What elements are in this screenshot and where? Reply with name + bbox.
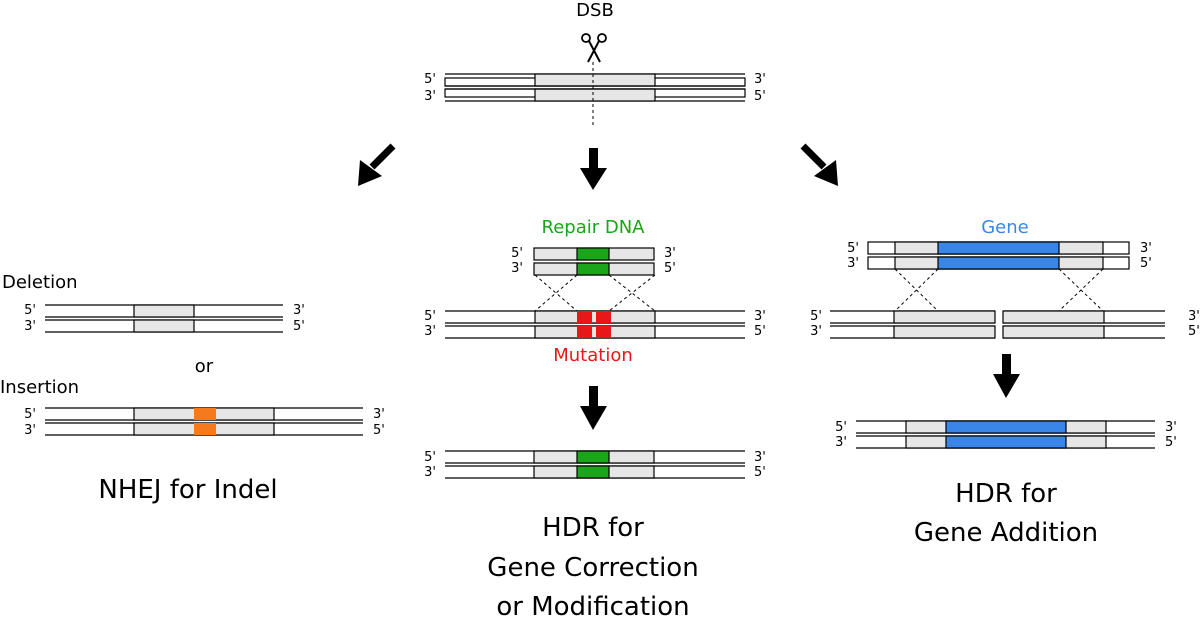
- end-label: 3': [664, 246, 676, 261]
- deletion-dna: [45, 304, 283, 333]
- end-label: 3': [754, 450, 766, 465]
- end-label: 5': [754, 324, 766, 339]
- end-label: 5': [847, 241, 859, 256]
- end-label: 3': [424, 89, 436, 104]
- end-label: 5': [664, 261, 676, 276]
- repair-dna-label: Repair DNA: [542, 217, 646, 238]
- donor-gene-dna: [867, 241, 1130, 270]
- arrow-right-lower: [993, 354, 1020, 398]
- corrected-dna: [445, 450, 745, 479]
- end-label: 3': [293, 303, 305, 318]
- hdr-correction-title-line1: HDR for: [542, 513, 644, 543]
- end-label: 3': [511, 261, 523, 276]
- end-label: 3': [24, 423, 36, 438]
- mutated-dna: [445, 310, 745, 339]
- hdr-correction-title-line3: or Modification: [496, 592, 689, 619]
- hdr-addition-title-line2: Gene Addition: [914, 518, 1098, 548]
- deletion-label: Deletion: [2, 272, 78, 293]
- hdr-addition-title-line1: HDR for: [955, 479, 1057, 509]
- gene-added-dna: [856, 420, 1155, 449]
- end-label: 3': [754, 72, 766, 87]
- cut-target-dna: [830, 310, 1165, 339]
- end-label: 3': [847, 256, 859, 271]
- end-label: 3': [1140, 241, 1152, 256]
- end-label: 3': [835, 435, 847, 450]
- end-label: 3': [24, 319, 36, 334]
- end-label: 3': [1165, 420, 1177, 435]
- arrow-center-lower: [580, 386, 607, 430]
- end-label: 5': [424, 72, 436, 87]
- repair-dna: [533, 247, 655, 276]
- insertion-segment: [194, 408, 216, 420]
- end-label: 5': [373, 423, 385, 438]
- end-label: 3': [424, 324, 436, 339]
- end-label: 5': [1188, 324, 1200, 339]
- scissors-icon: [581, 33, 607, 63]
- end-label: 5': [24, 407, 36, 422]
- crossover-lines-center: [534, 274, 656, 312]
- end-label: 5': [424, 309, 436, 324]
- insertion-label: Insertion: [0, 377, 79, 398]
- or-label: or: [195, 356, 214, 377]
- crossover-lines-right: [894, 268, 1104, 312]
- end-label: 5': [754, 465, 766, 480]
- dsb-label: DSB: [576, 0, 614, 21]
- dsb-dna: [444, 62, 746, 126]
- hdr-correction-title-line2: Gene Correction: [487, 553, 698, 583]
- insertion-segment: [194, 423, 216, 435]
- end-label: 5': [24, 303, 36, 318]
- end-label: 3': [754, 309, 766, 324]
- end-label: 3': [810, 324, 822, 339]
- end-label: 5': [835, 420, 847, 435]
- end-label: 3': [424, 465, 436, 480]
- end-label: 5': [754, 89, 766, 104]
- end-label: 3': [1188, 309, 1200, 324]
- arrow-right: [800, 143, 838, 186]
- gene-label: Gene: [981, 217, 1029, 238]
- end-label: 5': [511, 246, 523, 261]
- end-label: 5': [810, 309, 822, 324]
- end-label: 5': [1140, 256, 1152, 271]
- arrow-left: [358, 143, 396, 186]
- end-label: 5': [1165, 435, 1177, 450]
- arrow-center: [580, 148, 607, 190]
- mutation-label: Mutation: [553, 345, 633, 366]
- end-label: 5': [293, 319, 305, 334]
- end-label: 5': [424, 450, 436, 465]
- insertion-dna: [45, 407, 363, 436]
- end-label: 3': [373, 407, 385, 422]
- nhej-title: NHEJ for Indel: [98, 475, 277, 505]
